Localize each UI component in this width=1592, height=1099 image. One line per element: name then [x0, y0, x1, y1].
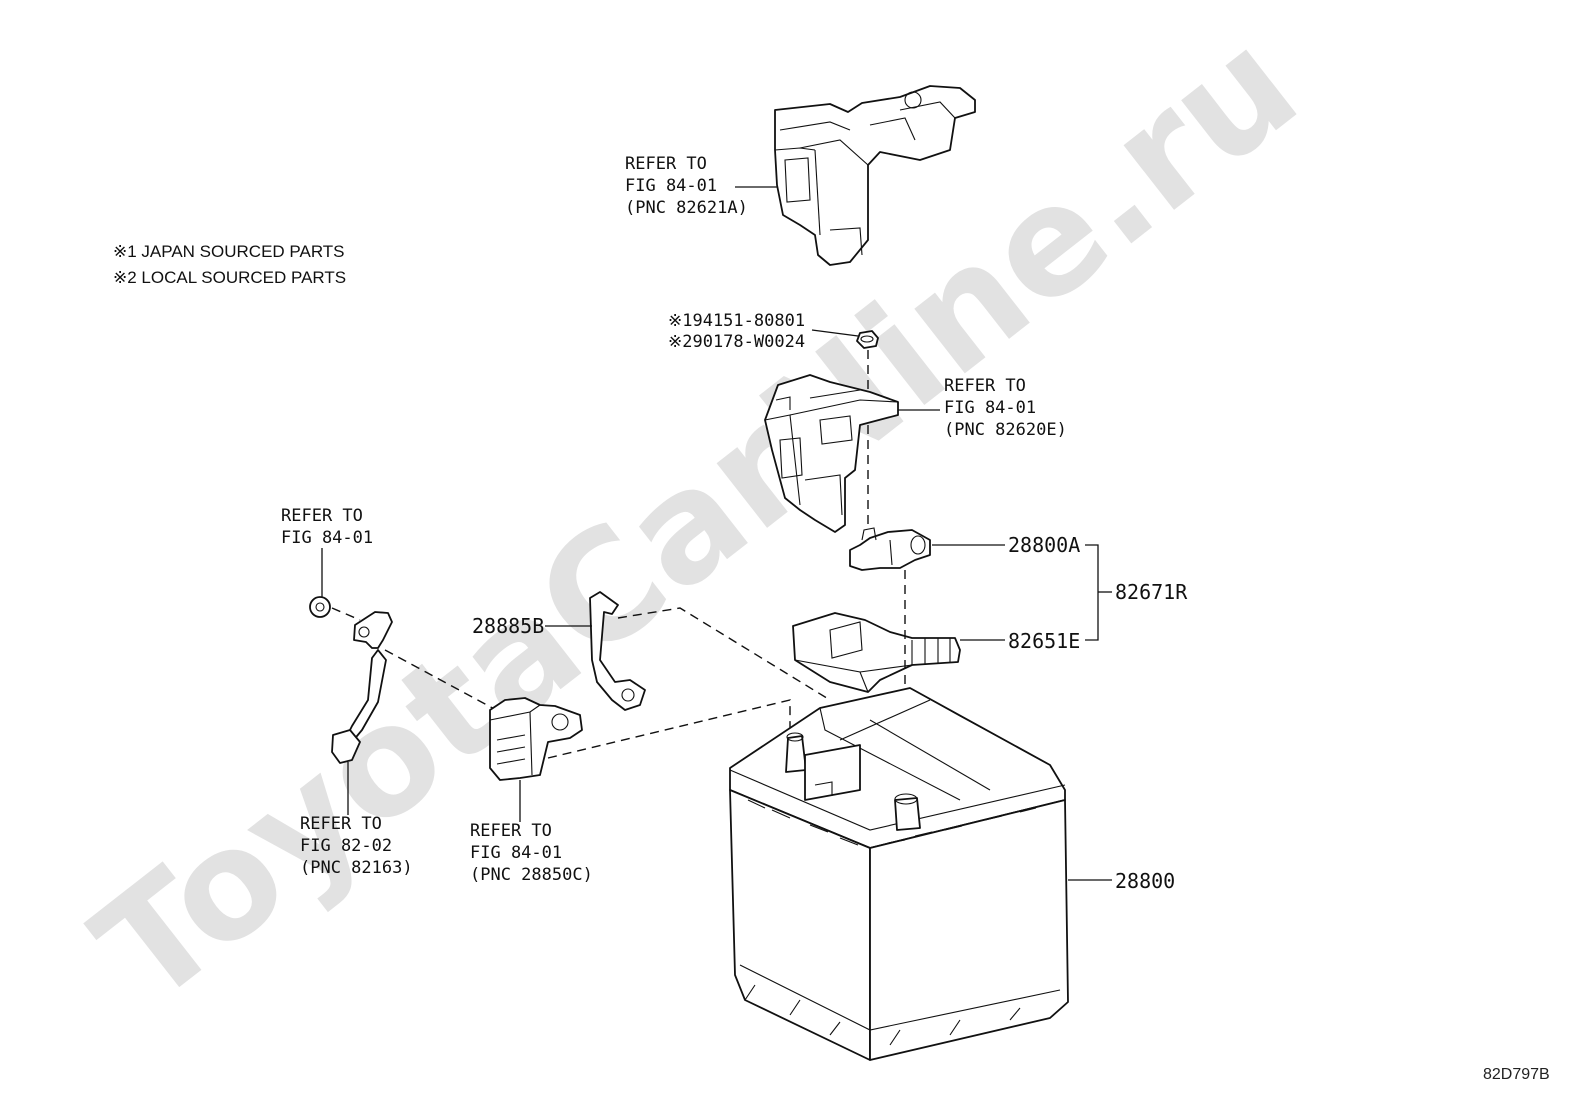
callout-top-cover-line2: FIG 84-01 [625, 176, 717, 196]
left-nut-part[interactable] [309, 596, 331, 618]
callout-terminal-clamp-neg-line2: FIG 84-01 [470, 843, 562, 863]
bracket-82671R: 82671R [1085, 544, 1188, 641]
terminal-cover-part[interactable] [792, 612, 961, 693]
callout-terminal-clamp-neg: REFER TO FIG 84-01 (PNC 28850C) [470, 780, 593, 885]
callout-ground-cable-line3: (PNC 82163) [300, 858, 413, 878]
callout-top-cover: REFER TO FIG 84-01 (PNC 82621A) [625, 154, 778, 218]
callout-fuse-block-line1: REFER TO [944, 376, 1026, 396]
callout-terminal-cover: 82651E [960, 629, 1080, 653]
callout-ground-cable-line1: REFER TO [300, 814, 382, 834]
callout-ground-cable-line2: FIG 82-02 [300, 836, 392, 856]
callout-battery: 28800 [1068, 869, 1175, 893]
callout-left-nut-line2: FIG 84-01 [281, 528, 373, 548]
label-82671R: 82671R [1115, 580, 1188, 604]
note-local-sourced: ※2 LOCAL SOURCED PARTS [113, 268, 346, 287]
callout-terminal-clamp-neg-line1: REFER TO [470, 821, 552, 841]
callout-top-cover-line1: REFER TO [625, 154, 707, 174]
label-28800: 28800 [1115, 869, 1175, 893]
terminal-clamp-part[interactable] [849, 527, 931, 571]
dash-cable-to-terminal [617, 607, 831, 701]
callout-nut-code2: ※290178-W0024 [668, 332, 805, 352]
callout-fuse-block-line3: (PNC 82620E) [944, 420, 1067, 440]
dash-nut-to-cable [331, 607, 361, 621]
callout-top-cover-line3: (PNC 82621A) [625, 198, 748, 218]
label-82651E: 82651E [1008, 629, 1080, 653]
callout-terminal-clamp-top: 28800A [932, 533, 1080, 557]
dash-cable-to-clamp [384, 649, 501, 713]
ground-cable-part[interactable] [331, 611, 393, 764]
dash-clamp-to-battery [547, 699, 791, 759]
label-28885B: 28885B [472, 614, 544, 638]
callout-left-nut: REFER TO FIG 84-01 [281, 506, 373, 597]
callout-sensor-cable: 28885B [472, 614, 592, 638]
note-japan-sourced: ※1 JAPAN SOURCED PARTS [113, 242, 345, 261]
callout-nut-code1: ※194151-80801 [668, 311, 805, 331]
callout-nut: ※194151-80801 ※290178-W0024 [668, 311, 859, 352]
top-cover-part[interactable] [774, 85, 976, 266]
label-28800A: 28800A [1008, 533, 1080, 557]
negative-terminal-clamp-part[interactable] [489, 697, 583, 781]
callout-left-nut-line1: REFER TO [281, 506, 363, 526]
callout-terminal-clamp-neg-line3: (PNC 28850C) [470, 865, 593, 885]
figure-code: 82D797B [1483, 1066, 1550, 1083]
callout-fuse-block: REFER TO FIG 84-01 (PNC 82620E) [898, 376, 1067, 440]
legend-notes: ※1 JAPAN SOURCED PARTS ※2 LOCAL SOURCED … [113, 242, 346, 287]
callout-ground-cable: REFER TO FIG 82-02 (PNC 82163) [300, 762, 413, 878]
battery-part[interactable] [729, 687, 1069, 1061]
sensor-cable-part[interactable] [589, 591, 646, 711]
fuse-block-part[interactable] [764, 374, 899, 533]
nut-part[interactable] [856, 330, 879, 349]
callout-fuse-block-line2: FIG 84-01 [944, 398, 1036, 418]
